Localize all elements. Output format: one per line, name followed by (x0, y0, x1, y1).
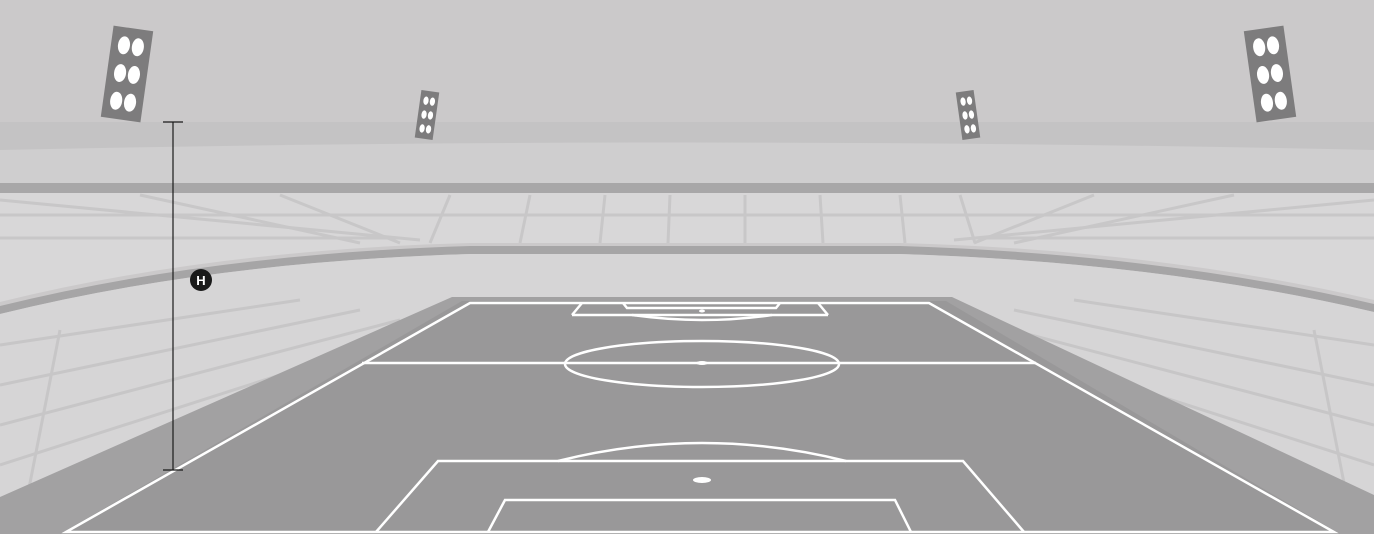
near-penalty-spot (693, 477, 711, 483)
center-spot (696, 361, 708, 365)
roof-edge (0, 143, 1374, 186)
upper-rail (0, 183, 1374, 193)
height-marker-label: H (196, 273, 205, 288)
far-penalty-spot (699, 310, 705, 313)
